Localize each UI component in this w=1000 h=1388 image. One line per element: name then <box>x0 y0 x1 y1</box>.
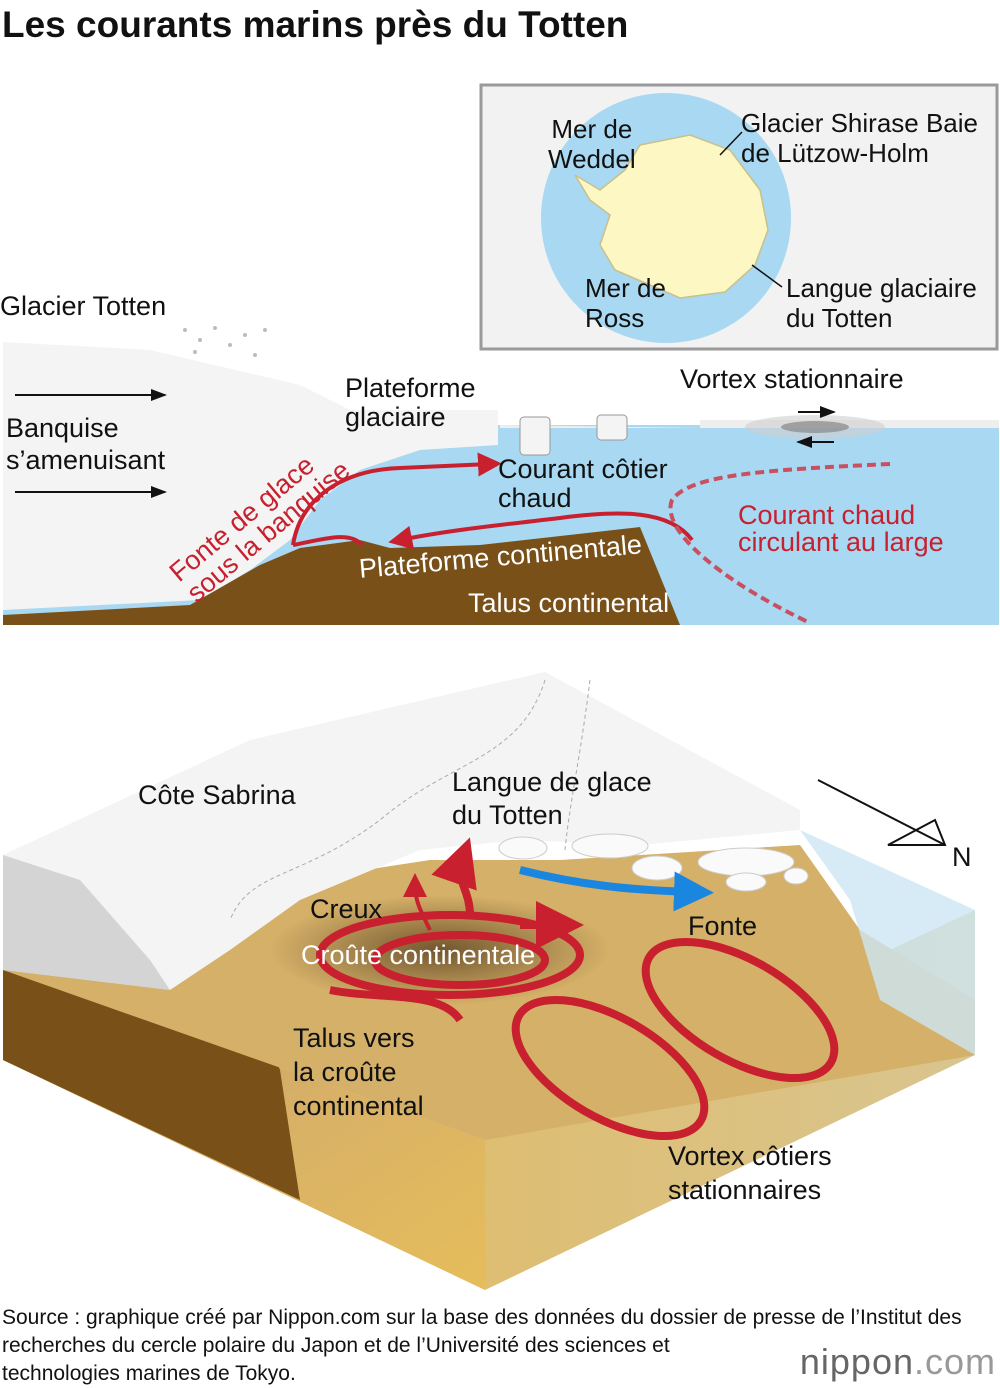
cross-section <box>3 326 999 625</box>
label-continental-crust: Croûte continentale <box>301 940 536 970</box>
label-sabrina-coast: Côte Sabrina <box>138 780 296 810</box>
label-continental-slope: Talus continental <box>468 588 670 618</box>
logo-domain: .com <box>913 1341 996 1382</box>
north-label: N <box>952 842 972 872</box>
page-title: Les courants marins près du Totten <box>2 4 629 45</box>
label-ross-sea: Mer de Ross <box>585 273 666 333</box>
ocean-block <box>3 672 975 1290</box>
label-glacier-totten: Glacier Totten <box>0 291 167 321</box>
label-shirase-glacier: Glacier Shirase Baie de Lützow-Holm <box>741 108 978 168</box>
source-note: Source : graphique créé par Nippon.com s… <box>2 1306 962 1385</box>
inset-map <box>479 83 999 351</box>
source-note-wrapper: Source : graphique créé par Nippon.com s… <box>2 1304 1000 1388</box>
label-slope-to-crust: Talus vers la croûte continental <box>293 1023 424 1121</box>
label-melting: Fonte <box>688 911 758 941</box>
label-thinning-sea-ice: Banquise s’amenuisant <box>6 413 166 475</box>
logo-main: nippon <box>799 1341 914 1382</box>
label-trough: Creux <box>310 894 383 924</box>
label-stationary-vortex: Vortex stationnaire <box>680 364 904 394</box>
label-totten-ice-tongue: Langue de glace du Totten <box>452 767 652 830</box>
label-ice-shelf: Plateforme glaciaire <box>345 373 476 432</box>
warm-current-arrow <box>291 452 502 546</box>
antarctica-shape <box>574 134 769 299</box>
label-coastal-vortices: Vortex côtiers stationnaires <box>668 1141 832 1205</box>
label-weddell-sea: Mer de Weddel <box>548 114 636 174</box>
meltwater-arrow <box>519 866 714 912</box>
label-totten-tongue: Langue glaciaire du Totten <box>786 273 977 333</box>
nippon-logo: nippon.com <box>800 1344 996 1380</box>
label-offshore-warm-current: Courant chaud circulant au large <box>738 500 944 557</box>
label-warm-coastal-current: Courant côtier chaud <box>498 454 668 513</box>
